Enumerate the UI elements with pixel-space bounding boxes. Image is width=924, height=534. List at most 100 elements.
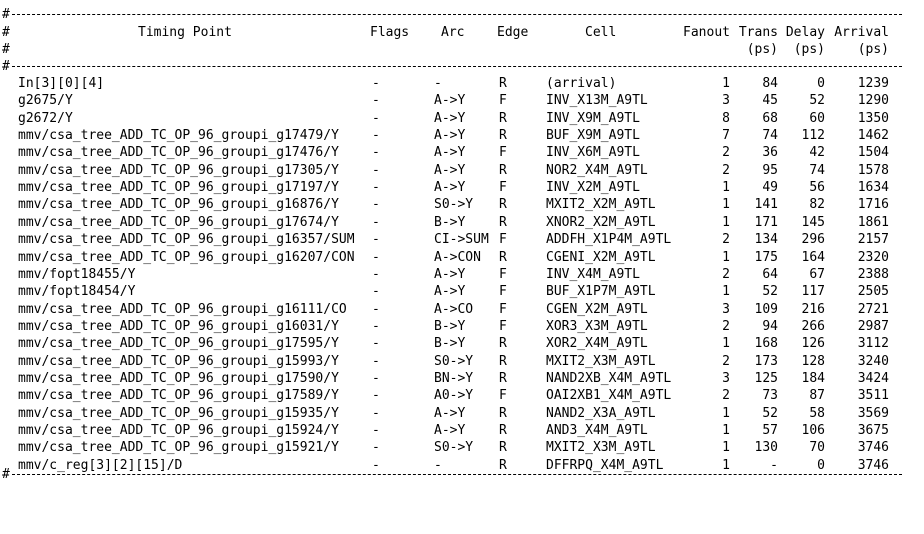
delay-value: 128 [801, 353, 825, 369]
flags-value: - [372, 405, 380, 421]
arc-value: - [434, 457, 442, 473]
flags-value: - [372, 353, 380, 369]
timing-point: mmv/csa_tree_ADD_TC_OP_96_groupi_g17674/… [18, 214, 339, 230]
trans-value: 141 [754, 197, 778, 213]
flags-value: - [372, 110, 380, 126]
header-arrival-unit: (ps) [857, 42, 889, 57]
table-row: mmv/csa_tree_ADD_TC_OP_96_groupi_g16207/… [0, 249, 924, 266]
edge-value: R [499, 336, 507, 352]
trans-value: 171 [754, 214, 778, 230]
table-row: mmv/csa_tree_ADD_TC_OP_96_groupi_g16876/… [0, 196, 924, 213]
arc-value: A0->Y [434, 388, 474, 404]
timing-point: g2672/Y [18, 110, 73, 126]
fanout-value: 1 [722, 440, 730, 456]
table-row: mmv/csa_tree_ADD_TC_OP_96_groupi_g15921/… [0, 439, 924, 456]
flags-value: - [372, 388, 380, 404]
fanout-value: 1 [722, 284, 730, 300]
table-row: mmv/csa_tree_ADD_TC_OP_96_groupi_g17197/… [0, 179, 924, 196]
edge-value: R [499, 197, 507, 213]
arrival-value: 1290 [857, 93, 889, 109]
fanout-value: 1 [722, 405, 730, 421]
arc-value: - [434, 76, 442, 91]
timing-point: mmv/csa_tree_ADD_TC_OP_96_groupi_g16357/… [18, 232, 355, 248]
trans-value: 36 [762, 145, 778, 161]
header-delay-unit: (ps) [793, 42, 825, 57]
header-fanout: Fanout [683, 25, 730, 40]
fanout-value: 2 [722, 388, 730, 404]
cell-value: MXIT2_X3M_A9TL [546, 353, 656, 369]
cell-value: AND3_X4M_A9TL [546, 423, 648, 438]
header-timing-point: Timing Point [138, 25, 232, 40]
edge-value: R [499, 440, 507, 456]
timing-point: mmv/csa_tree_ADD_TC_OP_96_groupi_g16111/… [18, 301, 347, 317]
delay-value: 67 [809, 266, 825, 282]
table-row: mmv/csa_tree_ADD_TC_OP_96_groupi_g17595/… [0, 335, 924, 352]
timing-point: mmv/c_reg[3][2][15]/D [18, 457, 183, 473]
timing-report: # # Timing Point Flags Arc Edge Cell Fan… [0, 6, 924, 483]
cell-value: XNOR2_X2M_A9TL [546, 214, 656, 230]
edge-value: R [499, 128, 507, 144]
arc-value: A->Y [434, 405, 466, 421]
header-hash: # [2, 25, 10, 40]
flags-value: - [372, 370, 380, 386]
edge-value: F [499, 180, 507, 196]
separator-rule [12, 14, 902, 15]
delay-value: 145 [801, 214, 825, 230]
timing-point: mmv/csa_tree_ADD_TC_OP_96_groupi_g15993/… [18, 353, 339, 369]
header-delay: Delay [785, 25, 825, 40]
header-flags: Flags [370, 25, 410, 40]
edge-value: F [499, 284, 507, 300]
timing-point: mmv/csa_tree_ADD_TC_OP_96_groupi_g17476/… [18, 145, 339, 161]
header-hash: # [2, 42, 10, 57]
edge-value: F [499, 318, 507, 334]
arrival-value: 1462 [857, 128, 889, 144]
arc-value: S0->Y [434, 440, 474, 456]
edge-value: F [499, 301, 507, 317]
timing-point: mmv/csa_tree_ADD_TC_OP_96_groupi_g17595/… [18, 336, 339, 352]
edge-value: R [499, 76, 507, 91]
trans-value: 57 [762, 423, 778, 438]
flags-value: - [372, 423, 380, 438]
table-row: mmv/csa_tree_ADD_TC_OP_96_groupi_g17479/… [0, 127, 924, 144]
table-row: mmv/csa_tree_ADD_TC_OP_96_groupi_g17305/… [0, 162, 924, 179]
arc-value: S0->Y [434, 353, 474, 369]
edge-value: R [499, 110, 507, 126]
cell-value: DFFRPQ_X4M_A9TL [546, 457, 664, 473]
cell-value: XOR3_X3M_A9TL [546, 318, 648, 334]
separator-rule [12, 66, 902, 67]
header-trans: Trans [738, 25, 778, 40]
trans-value: 84 [762, 76, 778, 91]
trans-value: 168 [754, 336, 778, 352]
arrival-value: 2721 [857, 301, 889, 317]
trans-value: 175 [754, 249, 778, 265]
trans-value: 173 [754, 353, 778, 369]
separator-hash: # [2, 59, 10, 74]
header-trans-unit: (ps) [746, 42, 778, 57]
arc-value: A->CO [434, 301, 474, 317]
delay-value: 0 [817, 76, 825, 91]
header-row-1: # Timing Point Flags Arc Edge Cell Fanou… [0, 24, 924, 41]
arrival-value: 1861 [857, 214, 889, 230]
timing-point: mmv/csa_tree_ADD_TC_OP_96_groupi_g16876/… [18, 197, 339, 213]
fanout-value: 1 [722, 180, 730, 196]
cell-value: ADDFH_X1P4M_A9TL [546, 232, 672, 248]
bottom-separator: # [2, 466, 902, 483]
timing-point: mmv/fopt18454/Y [18, 284, 136, 300]
fanout-value: 2 [722, 318, 730, 334]
cell-value: INV_X6M_A9TL [546, 145, 640, 161]
flags-value: - [372, 145, 380, 161]
timing-point: mmv/fopt18455/Y [18, 266, 136, 282]
header-row-2: # (ps) (ps) (ps) [0, 41, 924, 58]
arrival-value: 3746 [857, 440, 889, 456]
flags-value: - [372, 93, 380, 109]
cell-value: INV_X9M_A9TL [546, 110, 640, 126]
fanout-value: 7 [722, 128, 730, 144]
flags-value: - [372, 318, 380, 334]
top-separator: # [2, 6, 902, 23]
trans-value: 125 [754, 370, 778, 386]
separator-rule [12, 474, 902, 475]
cell-value: NAND2XB_X4M_A9TL [546, 370, 672, 386]
arrival-value: 2320 [857, 249, 889, 265]
header-edge: Edge [497, 25, 529, 40]
delay-value: 164 [801, 249, 825, 265]
